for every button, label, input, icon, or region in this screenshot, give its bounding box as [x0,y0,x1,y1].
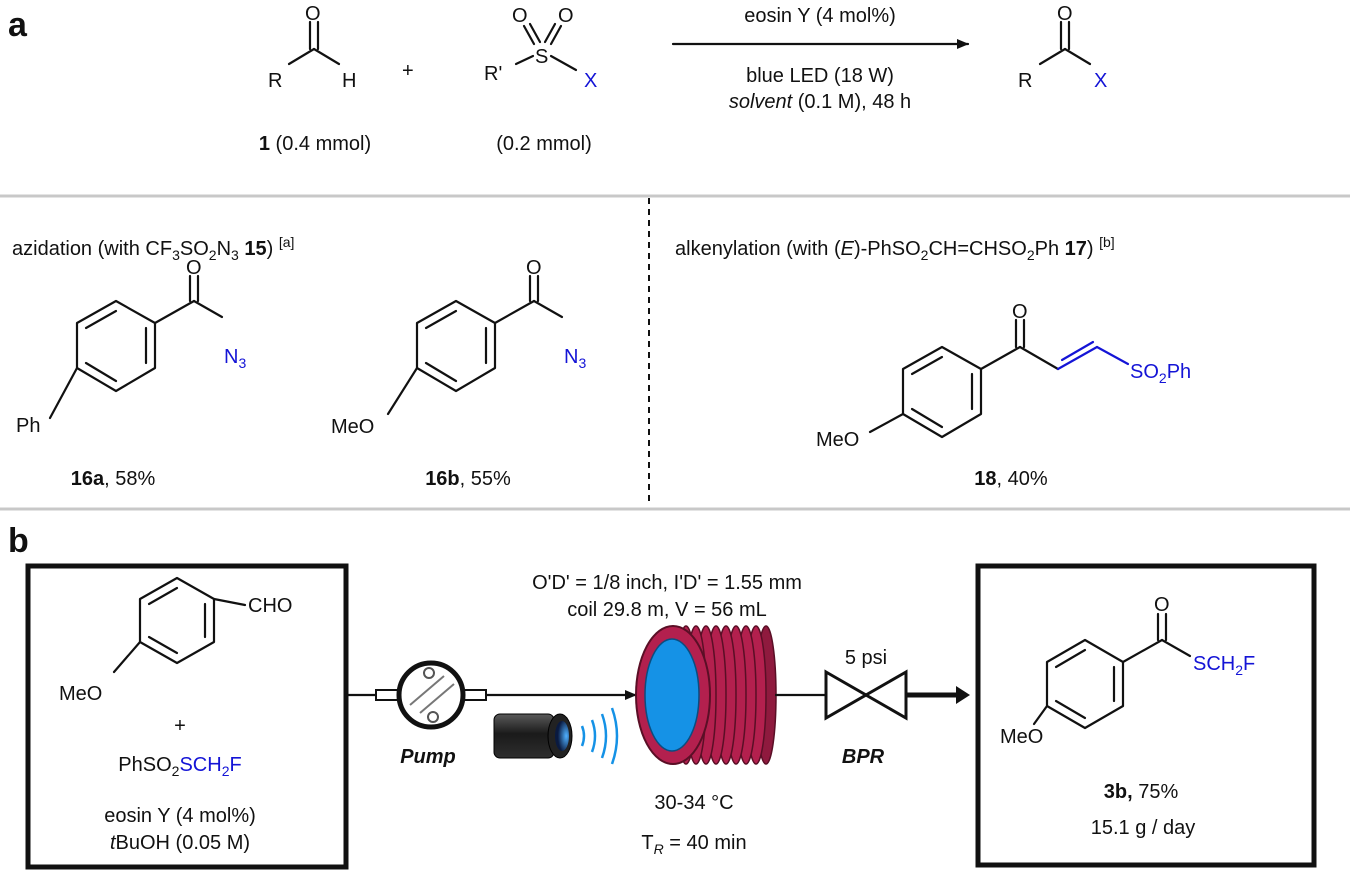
compound-16a-structure: O N3 Ph [16,257,246,437]
pump-icon [396,660,466,730]
compound-16b-structure: O N3 MeO [331,257,586,438]
sulfonyl-x-group: X [584,70,597,92]
photocatalyst-loading: eosin Y (4 mol%) [104,805,256,827]
anisaldehyde-methoxy: MeO [59,683,102,705]
flow-arrow-head [956,686,970,704]
sulfonyl-sulfur: S [535,46,548,68]
tubing-spec-line2: coil 29.8 m, V = 56 mL [567,599,767,621]
panel-a-label: a [8,6,28,44]
product-3b-methoxy: MeO [1000,726,1043,748]
coil-reactor-icon [635,625,777,765]
product-box [975,563,1317,868]
panel-b-label: b [8,522,29,560]
product-general-structure: O R X [1018,3,1107,92]
compound-18-methoxy: MeO [816,429,859,451]
product-3b-structure: O SCH2F MeO [1000,594,1255,748]
sulfonyl-reagent-structure: O O S R' X [484,5,597,92]
product-x-group: X [1094,70,1107,92]
compound-16b-oxygen: O [526,257,542,279]
pump-inlet-fitting [375,689,399,701]
fluoromethylthio-reagent: PhSO2SCH2F [118,754,241,779]
compound-18-structure: O SO2Ph MeO [816,301,1191,451]
compound-18-sulfonyl: SO2Ph [1130,361,1191,386]
bpr-pressure: 5 psi [845,647,887,669]
compound-16a-azide: N3 [224,346,246,371]
product-throughput: 15.1 g / day [1091,817,1196,839]
pump-label: Pump [400,746,456,768]
azidation-heading: azidation (with CF3SO2N3 15) [a] [12,234,294,263]
condition-catalyst: eosin Y (4 mol%) [744,5,896,27]
pump-outlet-fitting [463,689,487,701]
compound-16b-methoxy: MeO [331,416,374,438]
compound-16b-azide: N3 [564,346,586,371]
tubing-spec-line1: O'D' = 1/8 inch, I'D' = 1.55 mm [532,572,802,594]
aldehyde-oxygen: O [305,3,321,25]
sulfonyl-amount: (0.2 mmol) [496,133,592,155]
back-pressure-regulator-icon [824,669,908,721]
alkenylation-heading: alkenylation (with (E)-PhSO2CH=CHSO2Ph 1… [675,234,1115,263]
product-3b-oxygen: O [1154,594,1170,616]
product-r-group: R [1018,70,1032,92]
plus-sign: + [402,60,414,82]
anisaldehyde-structure: CHO MeO [59,576,292,705]
compound-16a-label: 16a, 58% [71,468,156,490]
compound-16b-label: 16b, 55% [425,468,511,490]
solvent-concentration: tBuOH (0.05 M) [110,832,250,854]
sulfonyl-oxygen-1: O [512,5,528,27]
compound-16a-oxygen: O [186,257,202,279]
condition-solvent: solvent (0.1 M), 48 h [729,91,911,113]
product-3b-yield: 3b, 75% [1104,781,1179,803]
product-oxygen: O [1057,3,1073,25]
aldehyde-amount: 1 (0.4 mmol) [259,133,371,155]
aldehyde-cho-group: CHO [248,595,292,617]
compound-18-label: 18, 40% [974,468,1048,490]
reactant-box [25,563,349,870]
compound-16a-phenyl: Ph [16,415,40,437]
reactant-plus-sign: + [174,715,186,737]
bpr-label: BPR [842,746,885,768]
reactor-temperature: 30-34 °C [654,792,733,814]
blue-led-lamp-icon [493,707,619,765]
condition-light: blue LED (18 W) [746,65,894,87]
aldehyde-structure: O R H [268,3,356,92]
aldehyde-r-group: R [268,70,282,92]
sulfonyl-r-prime: R' [484,63,502,85]
compound-18-oxygen: O [1012,301,1028,323]
product-3b-scf-group: SCH2F [1193,653,1255,678]
sulfonyl-oxygen-2: O [558,5,574,27]
residence-time: TR = 40 min [641,832,746,857]
aldehyde-hydrogen: H [342,70,356,92]
